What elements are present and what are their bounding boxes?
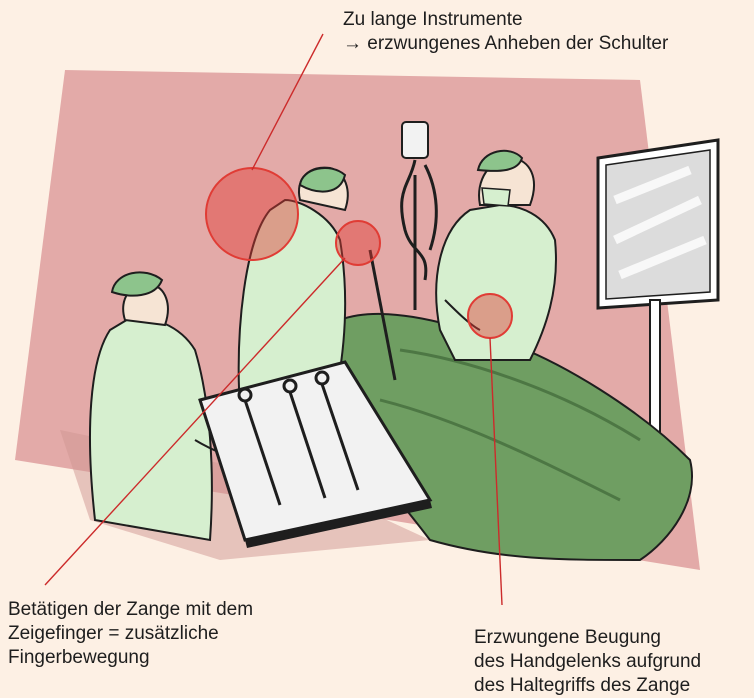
wrist-highlight <box>468 294 512 338</box>
finger-highlight <box>336 221 380 265</box>
shoulder-annotation-line-2: → erzwungenes Anheben der Schulter <box>343 32 668 56</box>
shoulder-annotation: Zu lange Instrumente → erzwungenes Anheb… <box>343 8 668 56</box>
wrist-annotation-line-2: des Handgelenks aufgrund <box>474 650 701 674</box>
finger-annotation-line-2: Zeigefinger = zusätzliche <box>8 622 253 646</box>
finger-annotation-line-1: Betätigen der Zange mit dem <box>8 598 253 622</box>
wrist-annotation-line-1: Erzwungene Beugung <box>474 626 701 650</box>
shoulder-annotation-line-1: Zu lange Instrumente <box>343 8 668 32</box>
wrist-annotation: Erzwungene Beugung des Handgelenks aufgr… <box>474 626 701 698</box>
finger-annotation: Betätigen der Zange mit dem Zeigefinger … <box>8 598 253 670</box>
wrist-annotation-line-3: des Haltegriffs des Zange <box>474 674 701 698</box>
shoulder-highlight <box>206 168 298 260</box>
finger-annotation-line-3: Fingerbewegung <box>8 646 253 670</box>
